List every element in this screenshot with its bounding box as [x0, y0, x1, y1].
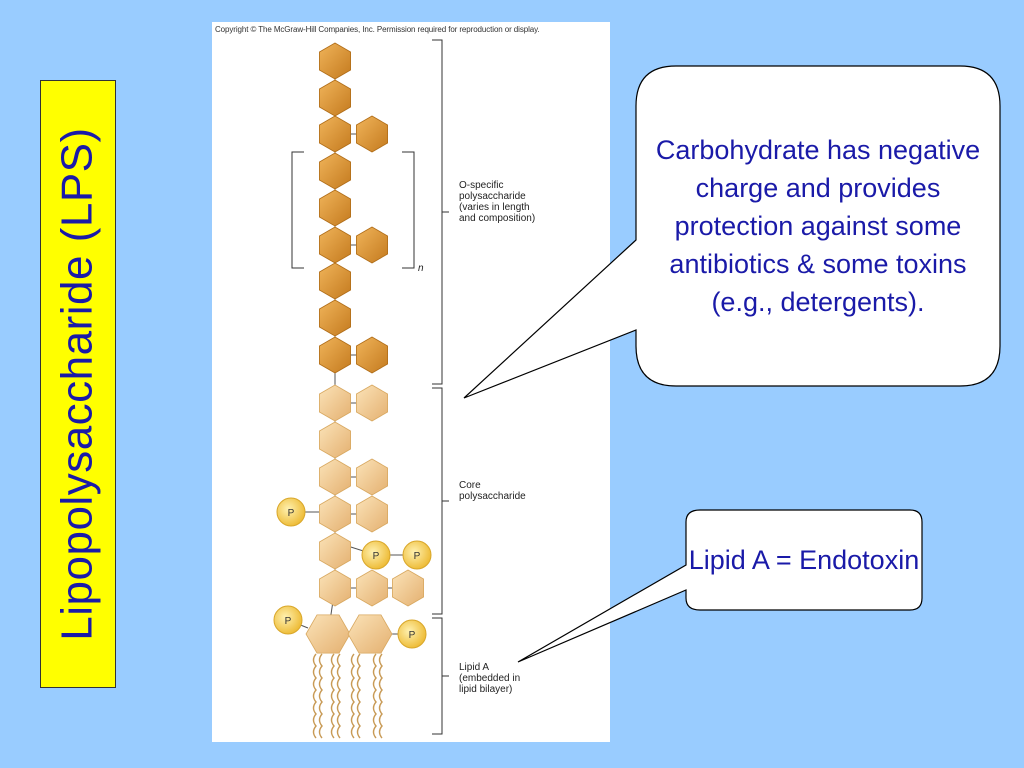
sugar-hexagon	[319, 152, 352, 190]
sugar-hexagon	[319, 42, 352, 80]
sugar-hexagon	[319, 115, 352, 153]
lipid-a-glucosamine	[305, 614, 351, 654]
phosphate-circle	[361, 540, 391, 570]
o-specific-brace	[432, 39, 449, 385]
sugar-hexagon	[319, 336, 352, 374]
sugar-hexagon	[319, 384, 352, 422]
sugar-hexagon	[391, 569, 425, 607]
copyright-notice: Copyright © The McGraw-Hill Companies, I…	[215, 25, 540, 34]
fatty-acid-tail	[350, 653, 355, 739]
fatty-acid-tail	[330, 653, 335, 739]
sugar-hexagon	[319, 189, 352, 227]
lipid-a-bubble	[517, 509, 923, 663]
sugar-hexagon	[319, 299, 352, 337]
sugar-hexagon	[355, 226, 389, 264]
core-brace	[432, 387, 449, 615]
lipid-a-callout: Lipid A = Endotoxin	[688, 544, 920, 575]
sugar-hexagon	[319, 532, 352, 570]
carbohydrate-callout: Carbohydrate has negative charge and pro…	[655, 135, 981, 317]
repeat-bracket-right	[402, 151, 415, 269]
lps-diagram: P P P P P	[273, 39, 449, 739]
sugar-hexagon	[319, 262, 352, 300]
lipid-a-label: Lipid A (embedded in lipid bilayer)	[459, 662, 521, 695]
lipid-a-glucosamine	[347, 614, 393, 654]
fatty-acid-tail	[336, 653, 341, 739]
phosphate-circle	[276, 497, 306, 527]
phosphate-label: P	[414, 551, 421, 562]
lipid-a-brace	[432, 617, 449, 735]
sugar-hexagon	[355, 458, 389, 496]
phosphate-circle	[402, 540, 432, 570]
o-specific-label: O-specific polysaccharide (varies in len…	[459, 180, 536, 224]
fatty-acid-tail	[318, 653, 323, 739]
sugar-hexagon	[319, 569, 352, 607]
carbohydrate-bubble	[463, 65, 1001, 399]
fatty-acid-tail	[356, 653, 361, 739]
sugar-hexagon	[355, 495, 389, 533]
sugar-hexagon	[355, 115, 389, 153]
title-box: Lipopolysaccharide (LPS)	[40, 80, 116, 688]
phosphate-label: P	[373, 551, 380, 562]
repeat-n-label: n	[418, 263, 424, 274]
sugar-hexagon	[319, 421, 352, 459]
phosphate-label: P	[285, 616, 292, 627]
sugar-hexagon	[355, 569, 389, 607]
phosphate-circle	[273, 605, 303, 635]
lps-figure: P P P P P Copyright © The McGraw-Hill Compan…	[212, 22, 610, 742]
phosphate-label: P	[409, 630, 416, 641]
fatty-acid-tail	[378, 653, 383, 739]
fatty-acid-tail	[372, 653, 377, 739]
sugar-hexagon	[355, 384, 389, 422]
phosphate-circle	[397, 619, 427, 649]
phosphate-label: P	[288, 508, 295, 519]
fatty-acid-tail	[312, 653, 317, 739]
repeat-bracket-left	[291, 151, 304, 269]
core-label: Core polysaccharide	[459, 480, 526, 502]
sugar-hexagon	[319, 458, 352, 496]
sugar-hexagon	[319, 495, 352, 533]
sugar-hexagon	[355, 336, 389, 374]
